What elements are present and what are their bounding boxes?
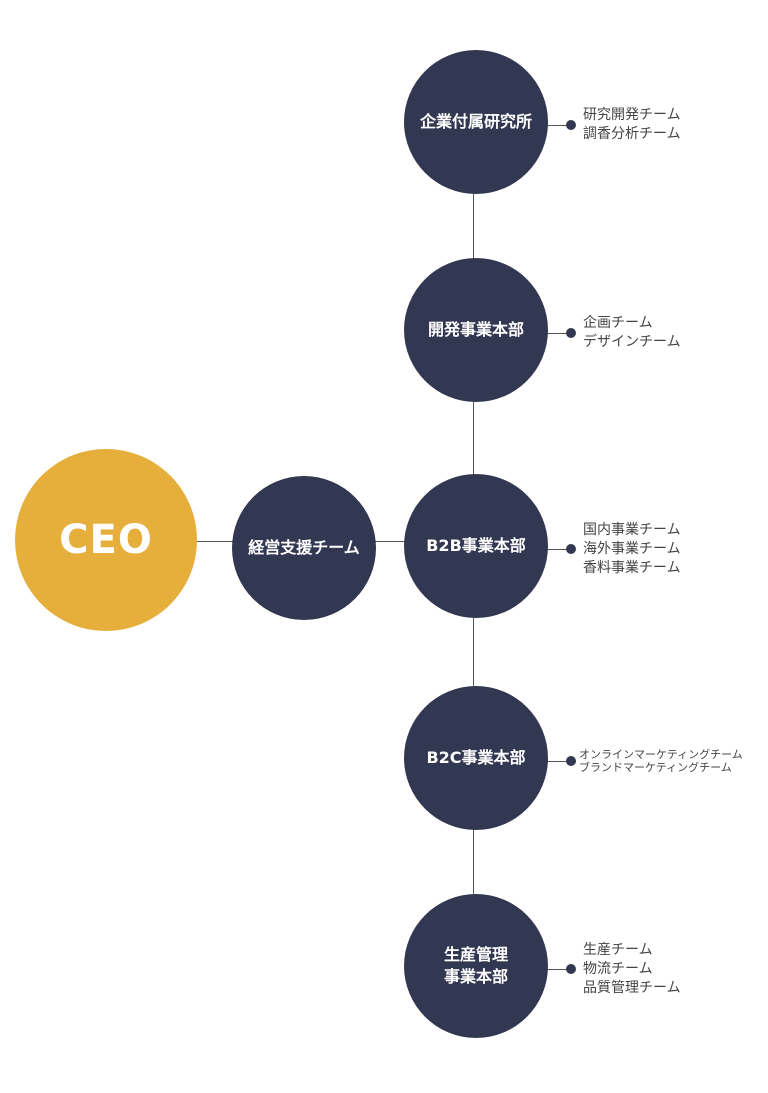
team-item: 香料事業チーム [583,559,681,576]
branch-connector [545,549,570,550]
division-label: 生産管理 事業本部 [443,945,508,986]
team-item: オンラインマーケティングチーム [579,748,743,761]
team-item: 調香分析チーム [583,126,681,142]
team-list: 研究開発チーム調香分析チーム [583,106,681,144]
team-list: オンラインマーケティングチームブランドマーケティングチーム [579,748,743,774]
division-label: 企業付属研究所 [419,112,532,131]
team-list: 国内事業チーム海外事業チーム香料事業チーム [583,521,681,578]
team-item: 研究開発チーム [583,107,681,123]
team-item: 物流チーム [583,960,653,977]
team-item: 国内事業チーム [583,521,681,538]
support-label: 経営支援チーム [248,538,360,557]
branch-dot [566,756,576,766]
division-label: 開発事業本部 [427,320,524,339]
branch-connector [545,125,570,126]
branch-connector [545,761,570,762]
branch-dot [566,964,576,974]
division-label: B2B事業本部 [426,536,526,555]
branch-dot [566,120,576,130]
division-node: 生産管理 事業本部 [404,894,548,1038]
division-node: B2B事業本部 [404,474,548,618]
team-item: ブランドマーケティングチーム [579,761,732,774]
ceo-node: CEO [15,449,197,631]
team-list: 企画チームデザインチーム [583,314,681,352]
division-node: 開発事業本部 [404,258,548,402]
team-item: デザインチーム [583,334,681,350]
team-item: 品質管理チーム [583,979,681,996]
team-list: 生産チーム物流チーム品質管理チーム [583,941,681,998]
division-node: 企業付属研究所 [404,50,548,194]
support-node: 経営支援チーム [232,476,376,620]
division-label: B2C事業本部 [426,748,526,767]
team-item: 企画チーム [583,315,653,331]
branch-connector [545,333,570,334]
team-item: 生産チーム [583,941,653,958]
branch-connector [545,969,570,970]
team-item: 海外事業チーム [583,540,681,557]
branch-dot [566,328,576,338]
branch-dot [566,544,576,554]
ceo-label: CEO [59,517,153,563]
division-node: B2C事業本部 [404,686,548,830]
